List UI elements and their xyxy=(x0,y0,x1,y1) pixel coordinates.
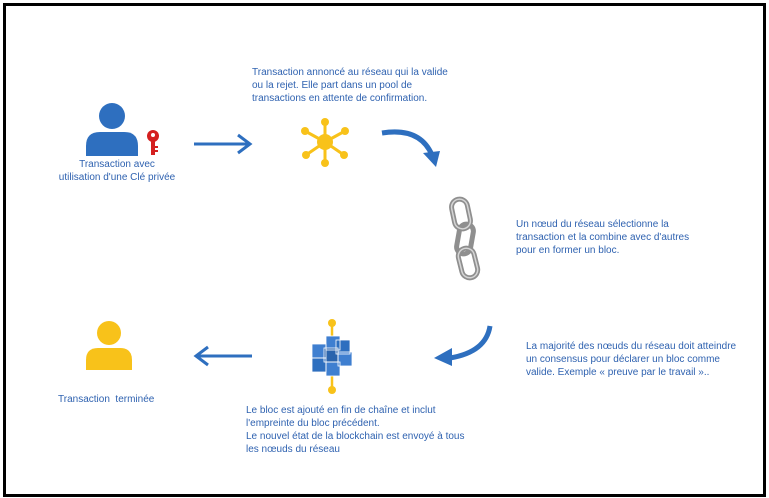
node-select-text: Un nœud du réseau sélectionne la transac… xyxy=(516,219,690,256)
broadcast-text: Transaction annoncé au réseau qui la val… xyxy=(252,67,448,104)
curved-arrow-left-icon xyxy=(434,325,493,366)
arrow-left-icon xyxy=(193,345,252,367)
chain-link-icon xyxy=(449,196,481,281)
cube-stack-icon xyxy=(311,319,353,394)
block-added-text: Le bloc est ajouté en fin de chaîne et i… xyxy=(246,405,465,455)
end-label: Transaction terminée xyxy=(58,394,155,405)
key-icon xyxy=(147,130,159,155)
start-label: Transaction avec utilisation d'une Clé p… xyxy=(58,159,176,183)
user-done-icon xyxy=(86,321,132,370)
arrow-right-icon xyxy=(194,133,253,155)
diagram-frame xyxy=(3,3,766,497)
curved-arrow-down-icon xyxy=(381,129,440,167)
consensus-text: La majorité des nœuds du réseau doit att… xyxy=(526,341,737,378)
network-hub-icon xyxy=(301,118,349,167)
user-icon xyxy=(86,103,138,156)
